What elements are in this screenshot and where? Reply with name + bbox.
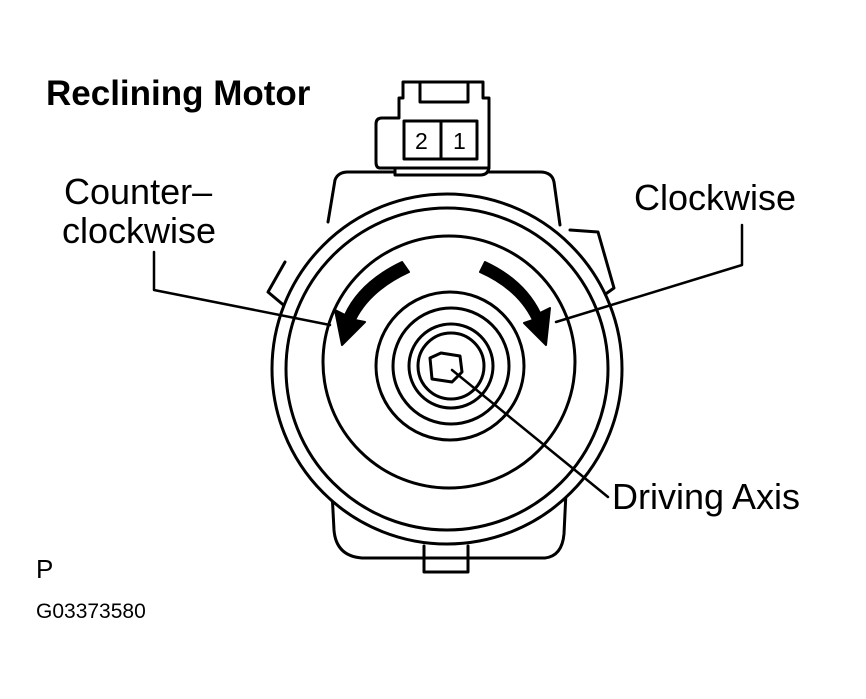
inner-ring-medium bbox=[374, 290, 526, 442]
connector-pin-2: 2 bbox=[415, 128, 428, 154]
connector-housing bbox=[374, 80, 491, 177]
inner-ring-large bbox=[321, 234, 577, 490]
housing-inner-ring bbox=[284, 206, 610, 532]
footer-code: P bbox=[36, 554, 54, 584]
label-driving-axis: Driving Axis bbox=[612, 476, 801, 517]
housing-ear-bottom bbox=[330, 490, 568, 560]
connector-latch bbox=[418, 82, 470, 104]
clockwise-arrow bbox=[479, 261, 551, 346]
inner-ring-small bbox=[391, 306, 511, 426]
leader-line-driving-axis bbox=[450, 368, 610, 499]
connector-pin-1: 1 bbox=[453, 128, 466, 154]
inner-ring-core bbox=[416, 331, 486, 401]
leader-line-clockwise bbox=[554, 223, 744, 324]
diagram-title: Reclining Motor bbox=[46, 74, 311, 113]
bottom-key-tab bbox=[422, 544, 470, 574]
label-counterclockwise-line2: clockwise bbox=[62, 210, 217, 251]
inner-ring-hub bbox=[407, 322, 495, 410]
figure-id: G03373580 bbox=[36, 600, 146, 623]
driving-axis-socket bbox=[428, 351, 464, 384]
label-clockwise: Clockwise bbox=[634, 177, 797, 218]
housing-tab-right bbox=[568, 228, 616, 300]
housing-tab-left bbox=[266, 260, 289, 310]
counterclockwise-arrow bbox=[334, 261, 410, 346]
label-counterclockwise-line1: Counter– bbox=[64, 171, 213, 212]
leader-line-counterclockwise bbox=[152, 250, 332, 327]
